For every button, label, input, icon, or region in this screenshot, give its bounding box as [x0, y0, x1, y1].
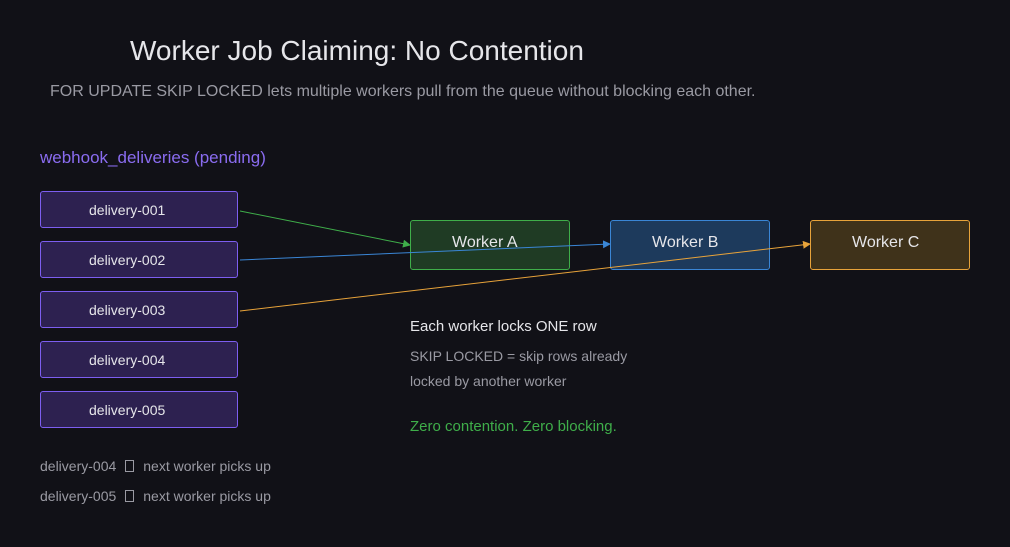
queue-row-delivery-004: delivery-004 — [40, 341, 238, 378]
worker-a-box: Worker A — [410, 220, 570, 270]
queue-row-delivery-001: delivery-001 — [40, 191, 238, 228]
diagram-subtitle: FOR UPDATE SKIP LOCKED lets multiple wor… — [50, 83, 756, 100]
arrow-delivery-002-to-worker-b — [239, 240, 611, 261]
pickup-text: next worker picks up — [143, 488, 271, 504]
queue-row-label: delivery-004 — [89, 352, 166, 368]
arrow-delivery-001-to-worker-a — [239, 210, 411, 248]
missing-glyph-icon — [125, 460, 135, 472]
queue-row-label: delivery-003 — [89, 302, 166, 318]
queue-title: webhook_deliveries (pending) — [40, 148, 266, 167]
queue-row-label: delivery-002 — [89, 252, 166, 268]
queue-row-label: delivery-005 — [89, 402, 166, 418]
pickup-note-2: delivery-005 next worker picks up — [40, 488, 271, 504]
note-heading: Each worker locks ONE row — [410, 318, 597, 335]
pickup-row: delivery-005 — [40, 488, 117, 504]
worker-b-label: Worker B — [652, 234, 719, 251]
note-zero-contention: Zero contention. Zero blocking. — [410, 418, 617, 435]
note-line-1: SKIP LOCKED = skip rows already — [410, 348, 628, 364]
worker-c-label: Worker C — [852, 234, 920, 251]
worker-b-box: Worker B — [610, 220, 770, 270]
note-line-2: locked by another worker — [410, 373, 567, 389]
worker-c-box: Worker C — [810, 220, 970, 270]
pickup-note-1: delivery-004 next worker picks up — [40, 458, 271, 474]
pickup-text: next worker picks up — [143, 458, 271, 474]
missing-glyph-icon — [125, 490, 135, 502]
queue-row-label: delivery-001 — [89, 202, 166, 218]
worker-a-label: Worker A — [452, 234, 518, 251]
diagram-title: Worker Job Claiming: No Contention — [130, 35, 584, 66]
pickup-row: delivery-004 — [40, 458, 117, 474]
queue-row-delivery-002: delivery-002 — [40, 241, 238, 278]
queue-row-delivery-005: delivery-005 — [40, 391, 238, 428]
arrow-delivery-003-to-worker-c — [239, 240, 811, 312]
queue-row-delivery-003: delivery-003 — [40, 291, 238, 328]
